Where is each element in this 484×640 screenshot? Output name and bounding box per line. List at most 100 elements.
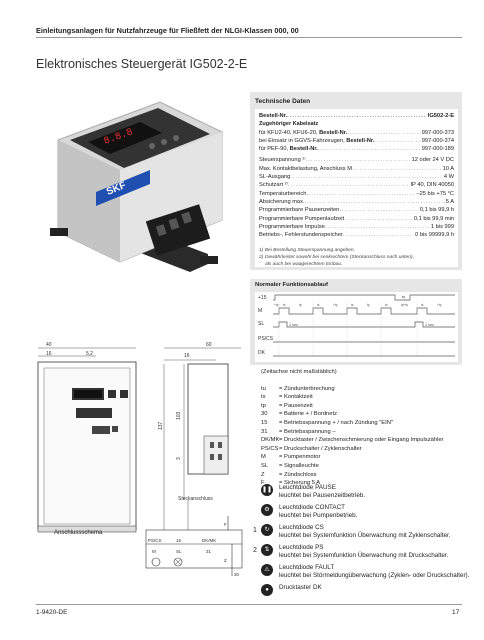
m-label: +tp [333,303,338,307]
m-label: ts [421,303,424,307]
footer-code: 1-9420-DE [36,609,68,616]
pause-icon: ❚❚ [261,484,273,496]
spec-value: IP 40, DIN 40050 [410,182,454,189]
legend-value: = Betriebsspannung – [279,428,336,435]
legend-key: tu [261,385,266,392]
cable-row: bei Einsatz in GGVS-Fahrzeugen, Bestell-… [259,137,454,145]
cs-icon: ↻ [261,524,273,536]
cable-label: für KFU2-40, KFU6-20, [259,129,320,136]
m-label: ts [283,303,286,307]
legend-row: DK/MK= Drucktaster / Zwischenschmierung … [261,436,443,445]
led-desc: leuchtet bei Systemfunktion Überwachung … [279,532,451,539]
contact-icon: ⚙ [261,504,273,516]
legend-row: PS/CS= Druckschalter / Zyklenschalter [261,445,443,454]
fault-icon: ⚠ [261,564,273,576]
term-label: Z [224,558,227,563]
tech-heading: Technische Daten [255,98,311,105]
legend-key: 31 [261,428,268,435]
tech-data-box: Technische Daten Bestell-Nr.IG502-2-E Zu… [250,92,462,270]
spec-value: 5 A [445,198,454,205]
led-text: Drucktaster DK [279,584,322,592]
signal-label: SL [258,321,264,327]
legend-row: SL = Signalleuchte [261,462,443,471]
cable-row: für PEF-90, Bestell-Nr. 997-000-189 [259,145,454,153]
spec-label: Steuerspannung ¹⁾ [259,157,306,164]
footnote-1: 1) Bei Bestellung Steuerspannung angeben… [259,248,355,254]
legend-row: ts= Kontaktzeit [261,393,443,402]
spec-label: Programmierbare Pumpenlaufzeit [259,215,345,222]
term-label: PS/CS [148,538,162,543]
order-label: Bestell-Nr. [259,113,288,119]
legend-row: 30= Batterie + / Bordnetz [261,410,443,419]
footnote-2a: 2) Gewährleistet sowohl bei senkrechtem … [259,255,414,261]
legend-value: = Zündschloss [279,471,317,478]
spec-label: Temperaturbereich [259,190,307,197]
m-label: +tp [437,303,442,307]
led-title: Leuchtdiode PAUSE [279,484,336,491]
cable-label: für PEF-90, [259,146,290,153]
page-title: Elektronisches Steuergerät IG502-2-E [36,57,248,71]
m-label: ts [351,303,354,307]
dim-label: 16 [184,353,190,359]
spec-label: Programmierbare Impulse [259,223,325,230]
legend-row: tu= Zündunterbrechung [261,385,443,394]
dimension-drawing: 40 16 5,2 60 16 137 103 3 Steckanschluss… [37,342,243,577]
ps-icon: ⇅ [261,544,273,556]
led-title: Leuchtdiode CONTACT [279,504,346,511]
legend-row: F= Sicherung 5 A [261,479,443,488]
page-number: 17 [452,609,460,616]
cable-row: für KFU2-40, KFU6-20, Bestell-Nr.997-000… [259,129,454,137]
document-header: Einleitungsanlagen für Nutzfahrzeuge für… [36,26,299,35]
spec-label: Schutzart ²⁾ [259,182,288,189]
footnote-2b: als auch bei waagerechtem Einbau. [265,262,343,268]
led-desc: leuchtet bei Störmeldungüberwachung (Zyk… [279,572,470,579]
term-label: SL [176,549,182,554]
m-label: +tp [274,303,279,307]
legend-key: M [261,454,266,461]
legend-key: PS/CS [261,445,279,452]
connection-scheme-label: Anschlussschema [54,530,103,536]
cable-label: bei Einsatz in GGVS-Fahrzeugen, [259,137,347,144]
led-icon-wrap: ⚠ [253,564,279,576]
legend-value: = Batterie + / Bordnetz [279,411,338,418]
term-label: 15 [176,538,182,543]
led-desc: leuchtet bei Pausenzeitbetrieb. [279,492,366,499]
legend-value: = Signalleuchte [279,462,319,469]
dim-label: 60 [206,342,212,348]
legend-row: tp = Pausenzeit [261,402,443,411]
function-sequence-box: Normaler Funktionsablauf +15 M SL PS/CS … [250,279,462,365]
term-label: M [152,549,156,554]
legend-value: = Drucktaster / Zwischenschmierung oder … [279,437,444,444]
legend-key: SL [261,462,269,469]
dim-label: 103 [176,411,182,420]
term-label: F [224,522,227,527]
cable-bold: Bestell-Nr. [346,137,375,144]
footer-rule [36,604,462,605]
spec-row: Temperaturbereich–25 bis +75 °C [259,190,454,198]
led-item: ● Drucktaster DK [253,584,469,601]
order-value: IG502-2-E [427,113,454,119]
spec-row: Absicherung max.5 A [259,198,454,206]
m-label: tp+ts [401,303,408,307]
legend-row: 31 = Betriebsspannung – [261,428,443,437]
signal-label: DK [258,350,266,356]
spec-row: Steuerspannung ¹⁾12 oder 24 V DC [259,156,454,164]
sl-right-label: 1 sec. [425,323,435,327]
spec-value: 0,1 bis 99,9 min [413,215,454,222]
legend-row: 15= Betriebsspannung + / nach Zündung "E… [261,419,443,428]
cable-bold: Bestell-Nr. [289,146,318,153]
button-icon: ● [261,584,273,596]
cable-value: 997-000-189 [421,146,454,153]
legend-key: tp [261,402,266,409]
timescale-note: (Zeitachse nicht maßstäblich) [261,369,337,375]
legend-value: = Pausenzeit [279,402,313,409]
dim-label: 16 [46,351,52,357]
